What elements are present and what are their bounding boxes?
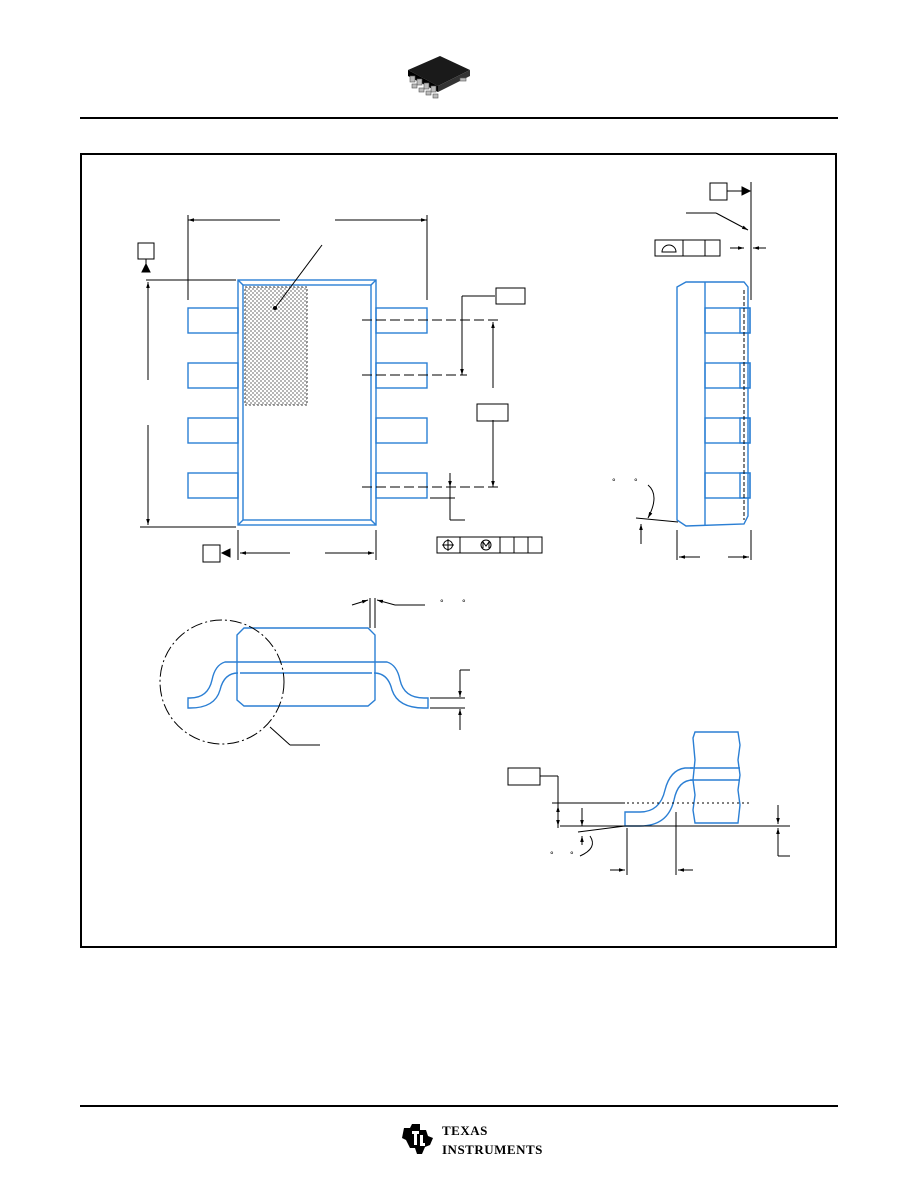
svg-text:°: ° [634, 477, 638, 487]
svg-text:°: ° [550, 850, 554, 860]
gauge-detail: ° ° [507, 731, 790, 875]
position-tolerance-frame [436, 536, 543, 554]
lead-2 [187, 362, 239, 389]
svg-text:°: ° [570, 850, 574, 860]
datum-b [202, 544, 221, 563]
lead-3 [187, 417, 239, 444]
brand-line-2: Instruments [442, 1142, 543, 1157]
detail-body [692, 731, 741, 824]
package-body [237, 279, 377, 526]
top-view [137, 215, 543, 563]
flatness-frame [654, 239, 721, 257]
side-view: ° ° [612, 182, 766, 560]
ti-logo-icon: Texas Instruments [402, 1123, 543, 1157]
side-body [676, 281, 749, 527]
soic-package-icon [408, 56, 470, 99]
seating-plane-box [507, 767, 541, 786]
drawing-frame [80, 153, 837, 948]
side-leads [704, 282, 751, 526]
datum-d [476, 403, 509, 422]
svg-text:°: ° [612, 477, 616, 487]
detail-circle [159, 619, 285, 745]
datum-pitch-box [495, 287, 526, 305]
svg-text:°: ° [440, 598, 444, 608]
datum-a [137, 242, 155, 260]
pin1-index-area [244, 286, 308, 406]
lead-5 [375, 472, 428, 499]
brand-line-1: Texas [442, 1123, 488, 1138]
header-rule [80, 117, 838, 119]
footer-rule [80, 1105, 838, 1107]
lead-6 [375, 417, 428, 444]
svg-text:°: ° [462, 598, 466, 608]
package-body-inner [242, 284, 372, 521]
mmc-symbol [480, 539, 492, 551]
left-gull-lead [187, 661, 240, 709]
right-gull-lead [372, 661, 429, 709]
datum-c [709, 182, 728, 201]
detail-lead [624, 767, 694, 827]
lead-4 [187, 472, 239, 499]
end-view: ° ° [159, 598, 470, 746]
lead-1 [187, 307, 239, 334]
end-body [236, 627, 376, 707]
flatness-symbol [661, 244, 677, 253]
